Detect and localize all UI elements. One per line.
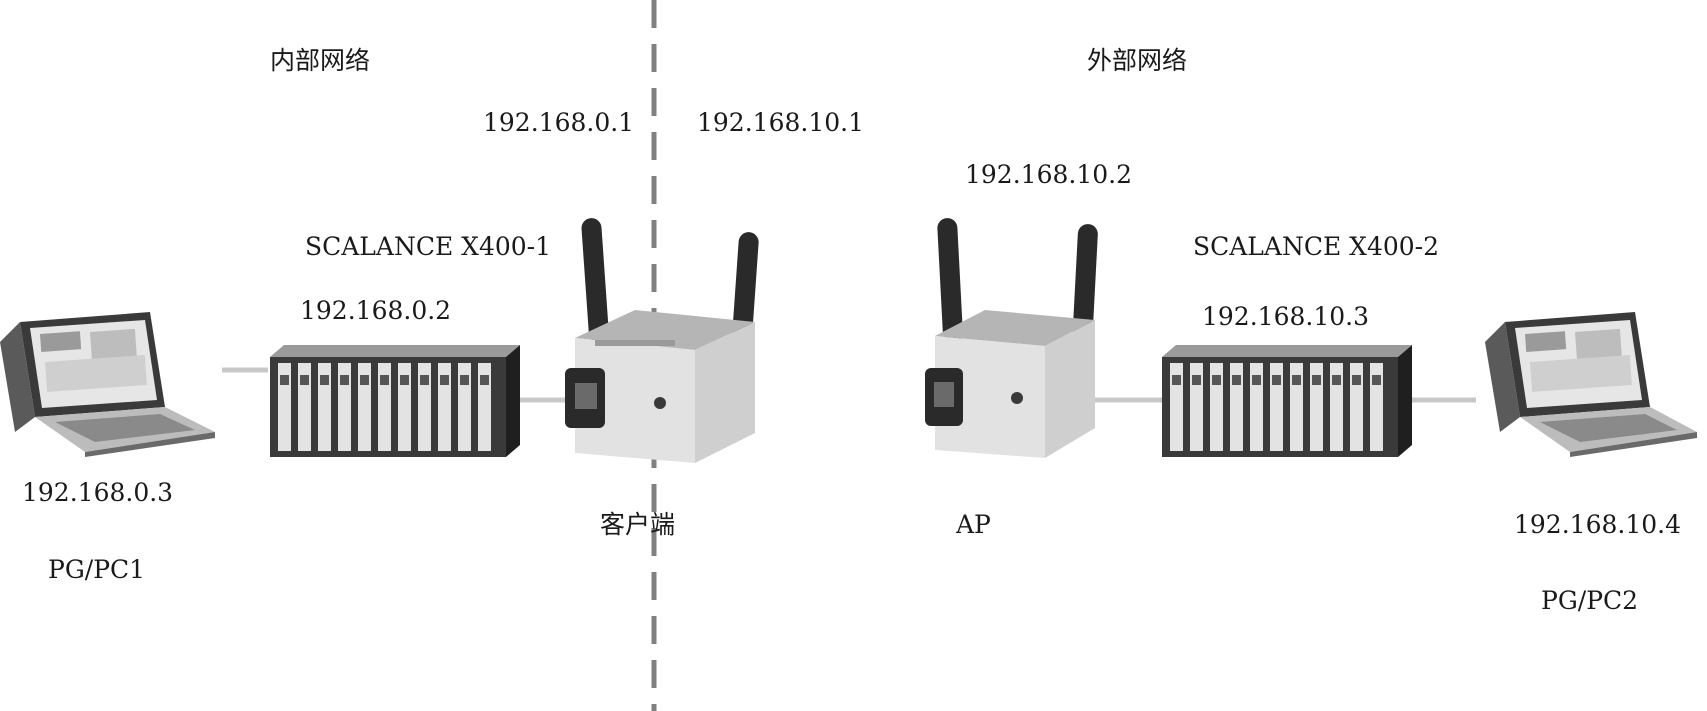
switch2-name: SCALANCE X400-2 [1193,232,1440,261]
wireless-client-icon [565,218,759,463]
switch1-name: SCALANCE X400-1 [305,232,552,261]
client-ip-external: 192.168.10.1 [697,108,864,137]
pc2-ip: 192.168.10.4 [1514,510,1681,539]
switch1-ip: 192.168.0.2 [300,296,452,325]
pc2-name: PG/PC2 [1541,586,1639,615]
switch2-ip: 192.168.10.3 [1202,302,1369,331]
zone-label-internal: 内部网络 [270,46,371,75]
wireless-ap-icon [925,218,1098,458]
laptop-pc2-icon [1485,312,1697,457]
switch-x400-1-icon [270,345,520,457]
laptop-pc1-icon [0,312,215,457]
client-role-label: 客户端 [600,510,676,539]
pc1-ip: 192.168.0.3 [22,478,174,507]
ap-ip: 192.168.10.2 [965,160,1132,189]
client-ip-internal: 192.168.0.1 [483,108,635,137]
zone-label-external: 外部网络 [1087,46,1188,75]
pc1-name: PG/PC1 [48,555,146,584]
ap-role-label: AP [956,510,991,539]
switch-x400-2-icon [1162,345,1412,457]
